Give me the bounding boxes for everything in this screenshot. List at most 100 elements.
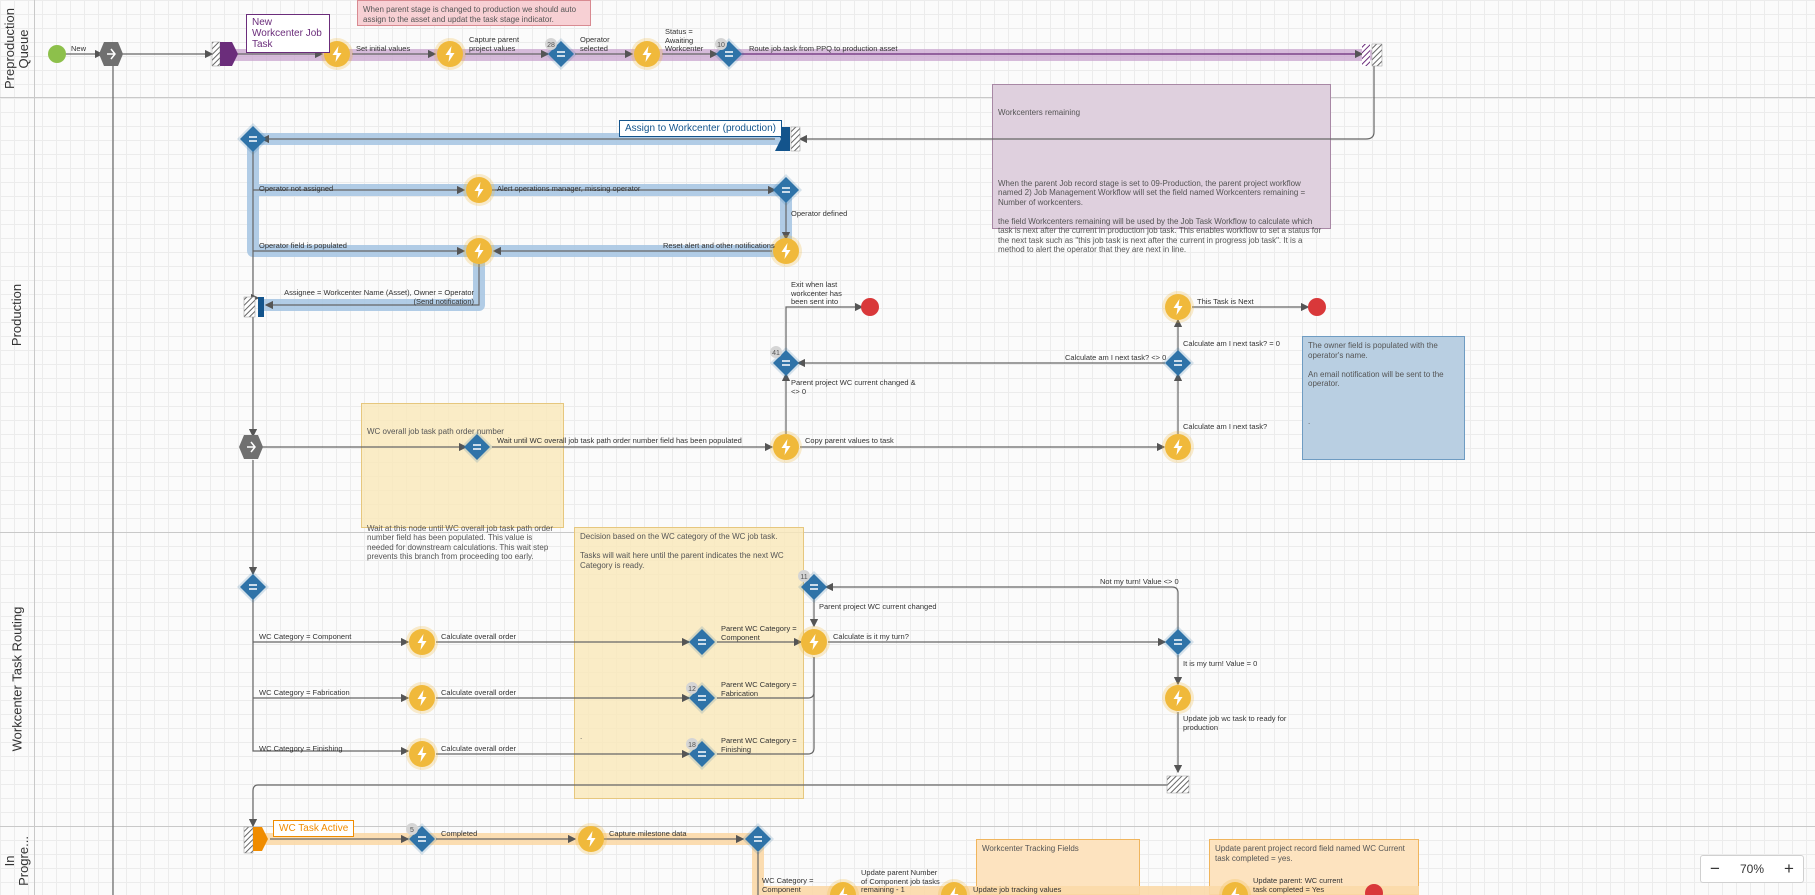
- label-calc-next-q: Calculate am I next task?: [1183, 422, 1268, 431]
- action-node[interactable]: [1162, 682, 1194, 714]
- label-capture-milestone: Capture milestone data: [609, 829, 687, 838]
- equals-icon: [698, 695, 706, 701]
- lightning-icon: [417, 690, 427, 706]
- decision-node[interactable]: [1162, 347, 1194, 379]
- label-completed: Completed: [441, 829, 478, 838]
- decision-node[interactable]: [742, 823, 774, 855]
- label-copy-parent: Copy parent values to task: [805, 436, 894, 445]
- lightning-icon: [474, 243, 484, 259]
- equals-icon: [698, 751, 706, 757]
- note-wc-overall-order[interactable]: WC overall job task path order number Wa…: [361, 403, 564, 561]
- action-node[interactable]: [798, 626, 830, 658]
- action-node[interactable]: [938, 879, 970, 895]
- label-set-initial: Set initial values: [356, 44, 411, 53]
- note-tracking-fields[interactable]: Workcenter Tracking Fields: [976, 839, 1140, 895]
- note-text: The owner field is populated with the op…: [1308, 341, 1444, 426]
- start-event[interactable]: [48, 45, 66, 63]
- note-owner-notification[interactable]: The owner field is populated with the op…: [1302, 336, 1465, 460]
- badge-count: 5: [410, 827, 414, 834]
- label-parent-component: Parent WC Category = Component: [721, 624, 797, 642]
- label-this-task-next: This Task is Next: [1197, 297, 1254, 306]
- label-calc-next-eq0: Calculate am I next task? = 0: [1183, 339, 1280, 348]
- badge-count: 11: [800, 574, 807, 581]
- note-workcenters-remaining[interactable]: Workcenters remaining When the parent Jo…: [992, 84, 1331, 254]
- label-assignee: Assignee = Workcenter Name (Asset), Owne…: [284, 288, 474, 306]
- action-node[interactable]: [631, 38, 663, 70]
- label-update-parent-number: Update parent Number of Component job ta…: [861, 868, 940, 894]
- decision-node[interactable]: [461, 431, 493, 463]
- action-node[interactable]: [575, 823, 607, 855]
- action-node[interactable]: [770, 235, 802, 267]
- stage-hatch-marker: [790, 126, 801, 152]
- zoom-in-button[interactable]: +: [1784, 859, 1794, 878]
- stage-hatch-marker: [243, 296, 256, 318]
- action-node[interactable]: [827, 879, 859, 895]
- equals-icon: [782, 187, 790, 193]
- note-text: When the parent Job record stage is set …: [998, 178, 1322, 255]
- stage-end-marker: [1362, 44, 1370, 66]
- stage-hatch-marker: [211, 41, 221, 67]
- stage-flag-orange[interactable]: [253, 827, 268, 851]
- lightning-icon: [332, 46, 342, 62]
- end-event[interactable]: [1365, 884, 1383, 895]
- action-node[interactable]: [1162, 291, 1194, 323]
- action-node[interactable]: [406, 682, 438, 714]
- zoom-out-button[interactable]: −: [1710, 859, 1720, 878]
- lightning-icon: [1173, 439, 1183, 455]
- note-auto-assign[interactable]: When parent stage is changed to producti…: [357, 0, 591, 26]
- split-gateway[interactable]: [239, 435, 263, 459]
- stage-hatch-marker: [1371, 43, 1383, 67]
- action-node[interactable]: [406, 738, 438, 770]
- note-title: Workcenters remaining: [998, 108, 1081, 117]
- lightning-icon: [1231, 887, 1240, 895]
- lightning-icon: [417, 746, 427, 762]
- label-operator-selected: Operator selected: [580, 35, 610, 53]
- lane-divider: [0, 97, 1815, 98]
- end-event[interactable]: [861, 298, 879, 316]
- label-operator-populated: Operator field is populated: [259, 241, 347, 250]
- note-title: WC overall job task path order number: [367, 427, 504, 436]
- stage-title-wc-task-active[interactable]: WC Task Active: [273, 820, 355, 837]
- action-node[interactable]: [463, 235, 495, 267]
- label-status-awaiting: Status = Awaiting Workcenter: [665, 27, 704, 53]
- label-reset-alert: Reset alert and other notifications: [663, 241, 775, 250]
- decision-node[interactable]: [237, 571, 269, 603]
- note-text: Decision based on the WC category of the…: [580, 532, 784, 741]
- stage-hatch-marker: [243, 826, 254, 854]
- action-node[interactable]: [770, 431, 802, 463]
- label-cat-finishing: WC Category = Finishing: [259, 744, 343, 753]
- action-node[interactable]: [434, 38, 466, 70]
- end-event[interactable]: [1308, 298, 1326, 316]
- equals-icon: [782, 360, 790, 366]
- stage-hatch-marker: [1166, 775, 1190, 794]
- action-node[interactable]: [1162, 431, 1194, 463]
- lightning-icon: [474, 182, 484, 198]
- stage-title-new-job-task[interactable]: New Workcenter Job Task: [246, 14, 330, 53]
- decision-node[interactable]: [686, 626, 718, 658]
- label-calc-next-ne0: Calculate am I next task? <> 0: [1065, 353, 1167, 362]
- lightning-icon: [950, 887, 959, 895]
- note-title: Workcenter Tracking Fields: [982, 844, 1079, 853]
- decision-node[interactable]: [770, 174, 802, 206]
- decision-node[interactable]: [237, 123, 269, 155]
- badge-count: 28: [547, 42, 555, 49]
- lightning-icon: [642, 46, 652, 62]
- equals-icon: [1174, 360, 1182, 366]
- stage-title-assign-workcenter[interactable]: Assign to Workcenter (production): [619, 120, 782, 137]
- equals-icon: [754, 836, 762, 842]
- equals-icon: [725, 51, 733, 57]
- lightning-icon: [839, 887, 848, 895]
- action-node[interactable]: [1219, 879, 1251, 895]
- label-parent-finishing: Parent WC Category = Finishing: [721, 736, 797, 754]
- label-update-tracking: Update job tracking values: [973, 885, 1062, 894]
- action-node[interactable]: [463, 174, 495, 206]
- decision-node[interactable]: [1162, 626, 1194, 658]
- stage-flag-purple[interactable]: [220, 42, 238, 66]
- badge-count: 41: [772, 350, 780, 357]
- lane-divider: [0, 532, 1815, 533]
- action-node[interactable]: [406, 626, 438, 658]
- label-parent-fabrication: Parent WC Category = Fabrication: [721, 680, 797, 698]
- split-gateway[interactable]: [99, 42, 123, 66]
